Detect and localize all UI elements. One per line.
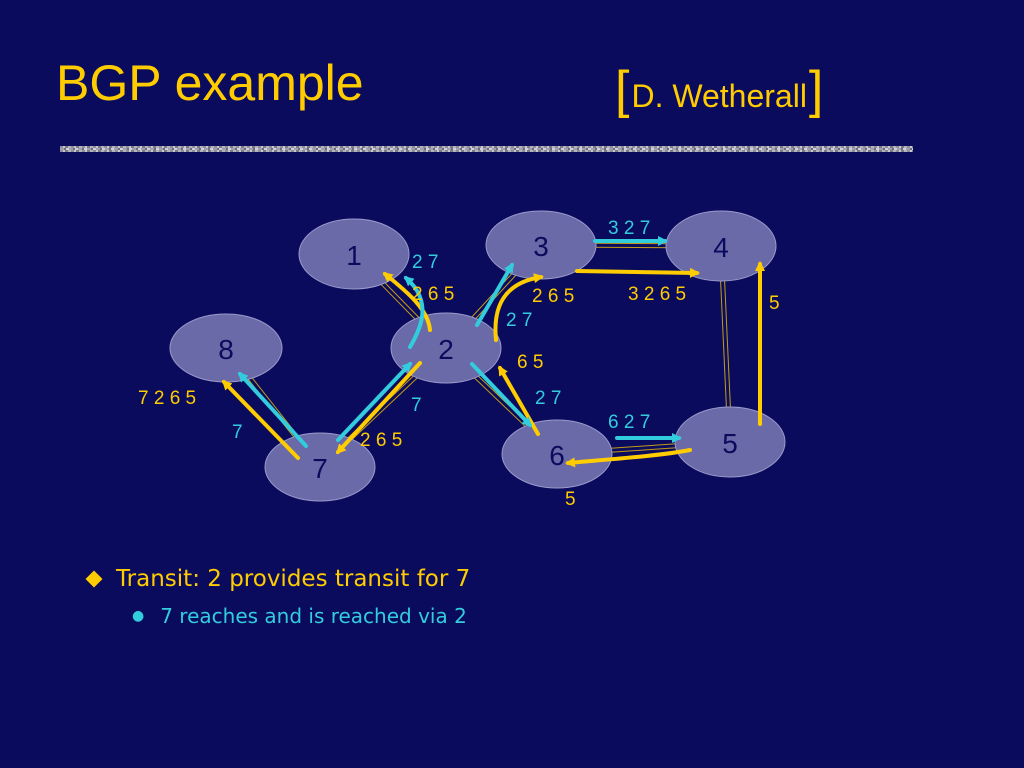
route-5-to-6 bbox=[565, 448, 692, 468]
path-label: 3 2 7 bbox=[608, 218, 650, 239]
route-8-to-7-cyan bbox=[237, 371, 308, 448]
title-divider bbox=[60, 146, 913, 152]
route-7-to-8 bbox=[221, 379, 300, 460]
path-label: 7 bbox=[411, 395, 422, 416]
dot-bullet-icon: ● bbox=[132, 608, 145, 624]
route-3-to-4 bbox=[575, 267, 700, 278]
route-2-to-1-cyan bbox=[403, 276, 425, 349]
as-node-label: 3 bbox=[533, 231, 549, 262]
path-label: 2 7 bbox=[535, 388, 561, 409]
as-node-6: 6 bbox=[501, 419, 613, 489]
as-node-5: 5 bbox=[674, 406, 786, 478]
route-2-to-6-cyan bbox=[470, 362, 533, 428]
bullet-main: Transit: 2 provides transit for 7 bbox=[84, 566, 470, 592]
path-label: 3 2 6 5 bbox=[628, 284, 686, 305]
as-node-label: 2 bbox=[438, 334, 454, 365]
as-node-label: 4 bbox=[713, 232, 729, 263]
bullet-list: Transit: 2 provides transit for 7 ● 7 re… bbox=[84, 566, 470, 628]
route-7-to-2-cyan bbox=[336, 361, 413, 442]
route-2-to-3 bbox=[493, 273, 544, 342]
path-label: 2 7 bbox=[506, 310, 532, 331]
route-2-to-3-cyan bbox=[475, 262, 514, 327]
as-node-label: 5 bbox=[722, 428, 738, 459]
as-node-2: 2 bbox=[390, 312, 502, 384]
as-node-3: 3 bbox=[485, 210, 597, 280]
bullet-sub: ● 7 reaches and is reached via 2 bbox=[132, 604, 470, 628]
as-node-label: 8 bbox=[218, 334, 234, 365]
bullet-main-text: Transit: 2 provides transit for 7 bbox=[116, 566, 471, 592]
path-label: 2 6 5 bbox=[412, 284, 454, 305]
path-label: 7 2 6 5 bbox=[138, 388, 196, 409]
path-label: 2 6 5 bbox=[532, 286, 574, 307]
as-node-label: 7 bbox=[312, 453, 328, 484]
as-node-label: 6 bbox=[549, 440, 565, 471]
path-label: 5 bbox=[769, 293, 780, 314]
slide-title: BGP example bbox=[56, 55, 364, 111]
as-node-8: 8 bbox=[169, 313, 283, 383]
bullet-sub-text: 7 reaches and is reached via 2 bbox=[160, 604, 467, 628]
path-label: 6 2 7 bbox=[608, 412, 650, 433]
as-node-label: 1 bbox=[346, 240, 362, 271]
path-label: 7 bbox=[232, 422, 243, 443]
path-label: 5 bbox=[565, 489, 576, 510]
diamond-bullet-icon bbox=[85, 570, 103, 588]
path-label: 2 7 bbox=[412, 252, 438, 273]
credit-name: D. Wetherall bbox=[631, 77, 807, 114]
credit: [ D. Wetherall ] bbox=[615, 64, 823, 116]
path-label: 6 5 bbox=[517, 352, 543, 373]
credit-open-bracket: [ bbox=[615, 61, 630, 119]
path-label: 2 6 5 bbox=[360, 430, 402, 451]
credit-close-bracket: ] bbox=[808, 61, 824, 119]
route-2-to-1 bbox=[382, 272, 432, 332]
as-node-1: 1 bbox=[298, 218, 410, 290]
as-node-4: 4 bbox=[665, 210, 777, 282]
route-2-to-7 bbox=[335, 361, 422, 455]
